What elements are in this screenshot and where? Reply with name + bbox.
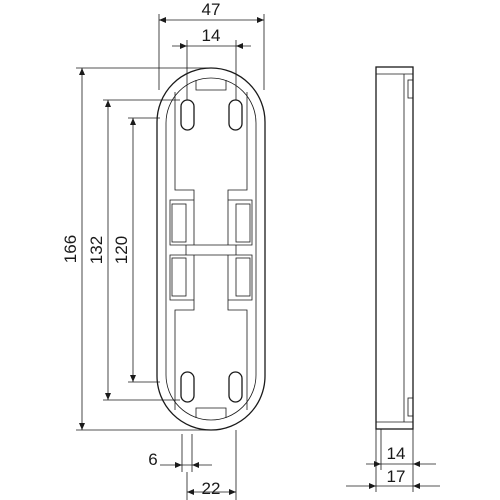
side-view [375, 66, 414, 430]
top-notch [195, 80, 227, 91]
dim-depth-17: 17 [387, 467, 406, 486]
side-dimensions: 14 17 [346, 429, 440, 492]
dim-overall-height: 166 [61, 235, 80, 263]
dim-height-120: 120 [112, 236, 131, 264]
slot-top-right [228, 99, 243, 131]
side-bottom-tab [407, 397, 414, 417]
dim-overall-width: 47 [202, 0, 221, 19]
window-lower-right [235, 257, 251, 297]
inner-rib-structure [169, 92, 253, 410]
dim-depth-14: 14 [387, 444, 406, 463]
plate-outer-outline [156, 67, 266, 431]
side-top-tab [407, 79, 414, 99]
slot-bottom-right [228, 371, 243, 403]
window-upper-right [235, 203, 251, 243]
dim-bottom-6: 6 [148, 450, 157, 469]
slot-bottom-left [180, 371, 195, 403]
dim-height-132: 132 [87, 236, 106, 264]
slot-top-left [180, 99, 195, 131]
plate-inner-outline [165, 77, 257, 421]
window-lower-left [171, 257, 187, 297]
dim-bottom-22: 22 [202, 479, 221, 498]
front-view [156, 67, 266, 431]
dim-hole-spacing-top: 14 [202, 26, 221, 45]
front-dimensions: 47 14 166 132 120 6 [61, 0, 265, 500]
side-outer-outline [375, 66, 414, 430]
bottom-notch [195, 407, 227, 418]
window-upper-left [171, 203, 187, 243]
